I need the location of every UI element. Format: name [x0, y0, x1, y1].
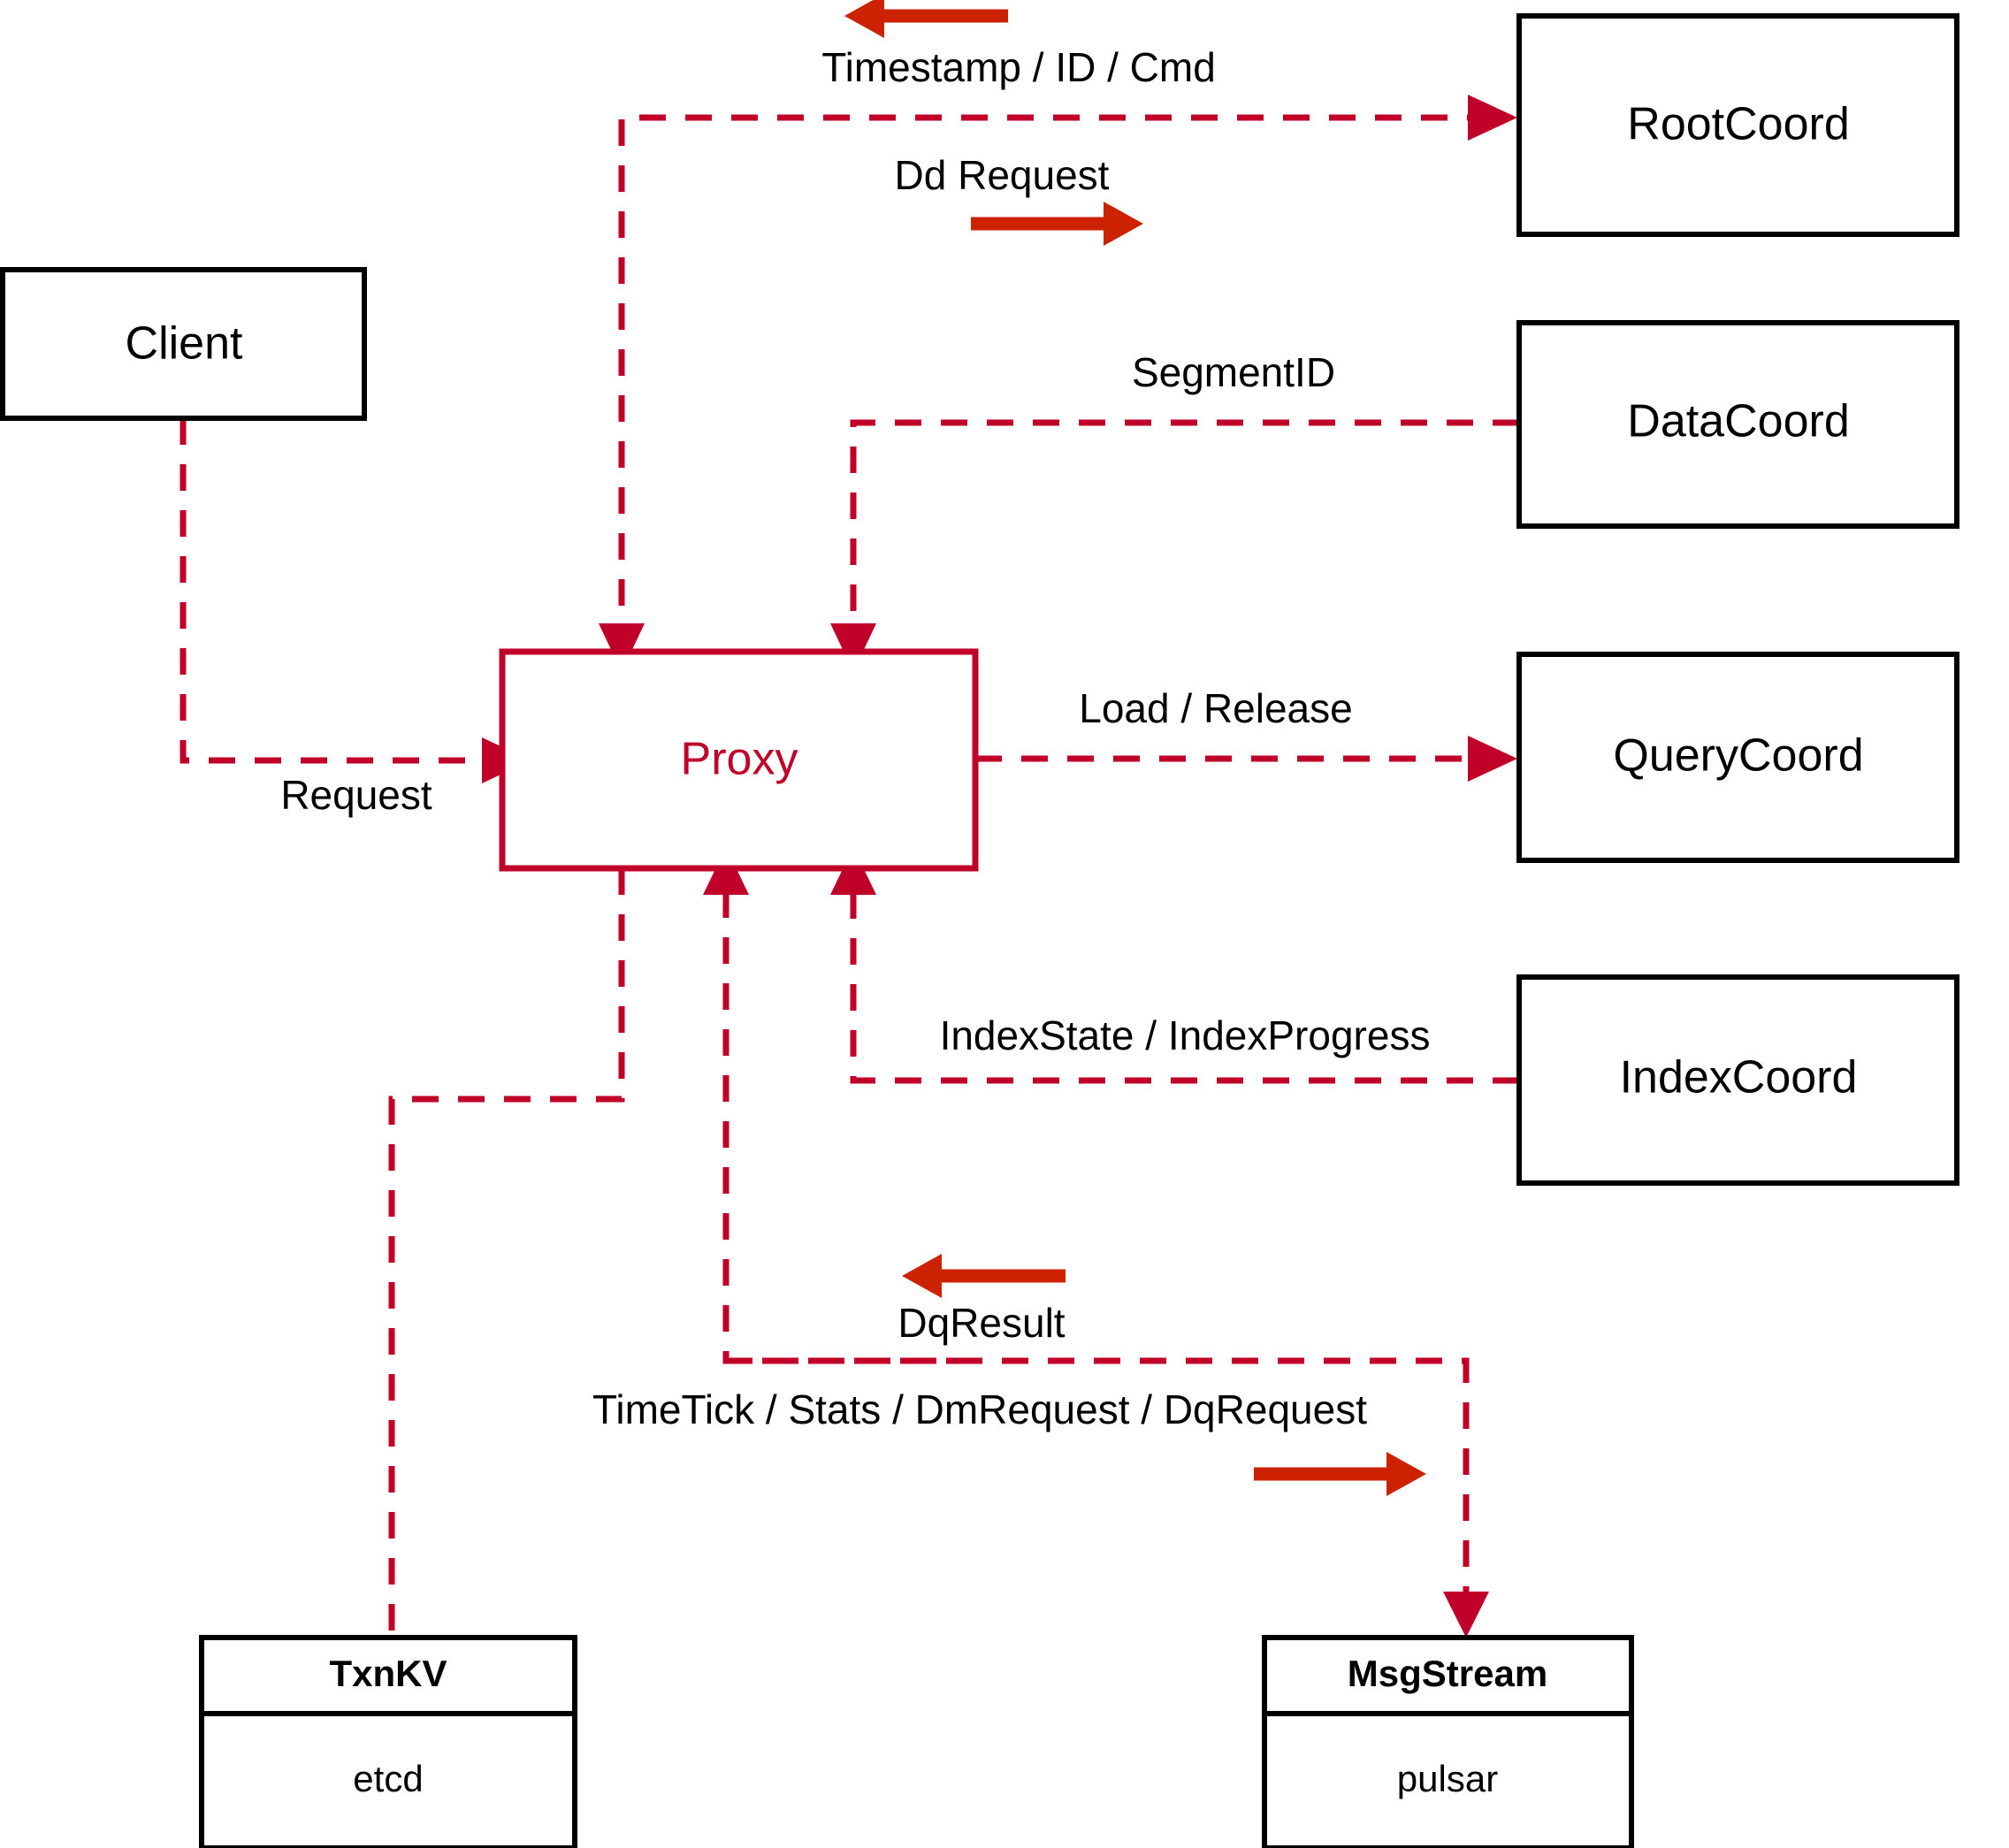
edge-label-index-state: IndexState / IndexProgress: [940, 1012, 1431, 1058]
node-query-coord-label: QueryCoord: [1613, 730, 1863, 782]
node-msgstream[interactable]: MsgStream pulsar: [1262, 1635, 1634, 1848]
node-txnkv-title: TxnKV: [329, 1653, 447, 1694]
node-root-coord-label: RootCoord: [1627, 99, 1849, 150]
edge-dd-request: [618, 95, 1517, 652]
direction-arrow-dq-result-head: [902, 1254, 942, 1298]
edge-label-client-request: Request: [280, 772, 432, 818]
node-client[interactable]: Client: [0, 267, 367, 421]
node-proxy-label: Proxy: [681, 734, 798, 785]
node-msgstream-box[interactable]: [1262, 1635, 1634, 1848]
node-index-coord-box[interactable]: [1516, 974, 1959, 1186]
node-client-label: Client: [126, 318, 243, 370]
edge-dd-request-arrowhead: [1468, 95, 1517, 141]
edge-timestamp-id-cmd-arrowhead: [599, 623, 645, 672]
direction-arrow-timestamp-head: [844, 0, 884, 38]
direction-arrow-timetick-head: [1386, 1452, 1426, 1496]
node-query-coord[interactable]: QueryCoord: [1516, 652, 1959, 863]
edge-label-timestamp-id-cmd: Timestamp / ID / Cmd: [821, 44, 1216, 90]
edge-label-dq-result: DqResult: [898, 1300, 1065, 1346]
direction-arrow-timestamp-id-cmd: [844, 0, 1008, 38]
node-query-coord-box[interactable]: [1516, 652, 1959, 863]
edge-timestamp-id-cmd-arrowhead-group: [599, 623, 645, 672]
edge-timetick-stats-arrowhead: [1443, 1592, 1489, 1638]
edge-timetick-stats-line: [726, 1357, 1470, 1592]
node-index-coord[interactable]: IndexCoord: [1516, 974, 1959, 1186]
direction-arrow-dd-request-head: [1104, 202, 1143, 246]
node-txnkv-implementation: etcd: [353, 1758, 423, 1799]
edge-load-release-arrowhead: [1468, 736, 1517, 782]
edge-proxy-txnkv-line: [388, 868, 625, 1638]
edge-segment-id: [830, 419, 1519, 672]
node-msgstream-implementation: pulsar: [1397, 1758, 1498, 1799]
edge-index-state-line: [850, 895, 1519, 1084]
edge-label-timetick-stats: TimeTick / Stats / DmRequest / DqRequest: [592, 1386, 1367, 1432]
direction-arrow-dq-result: [902, 1254, 1066, 1298]
node-data-coord-box[interactable]: [1516, 320, 1959, 529]
edge-segment-id-arrowhead: [830, 623, 876, 672]
edge-client-request: [180, 418, 531, 783]
edge-timetick-stats: [726, 1357, 1489, 1638]
edge-label-segment-id: SegmentID: [1132, 349, 1335, 395]
edge-segment-id-line: [850, 419, 1519, 623]
edge-proxy-txnkv: [388, 868, 625, 1638]
node-index-coord-label: IndexCoord: [1620, 1052, 1858, 1103]
node-msgstream-title: MsgStream: [1348, 1653, 1547, 1694]
node-data-coord[interactable]: DataCoord: [1516, 320, 1959, 529]
edge-client-request-line: [180, 418, 482, 764]
node-root-coord[interactable]: RootCoord: [1516, 13, 1959, 237]
node-proxy[interactable]: Proxy: [499, 648, 979, 872]
direction-arrow-dd-request: [971, 202, 1143, 246]
node-data-coord-label: DataCoord: [1627, 396, 1849, 447]
edge-label-dd-request: Dd Request: [895, 152, 1110, 198]
node-txnkv-box[interactable]: [199, 1635, 577, 1848]
edge-label-load-release: Load / Release: [1079, 685, 1352, 731]
edge-load-release: [975, 736, 1517, 782]
node-root-coord-box[interactable]: [1516, 13, 1959, 237]
node-proxy-box[interactable]: [499, 648, 979, 872]
direction-arrow-timetick-stats: [1254, 1452, 1426, 1496]
node-client-box[interactable]: [0, 267, 367, 421]
node-txnkv[interactable]: TxnKV etcd: [199, 1635, 577, 1848]
